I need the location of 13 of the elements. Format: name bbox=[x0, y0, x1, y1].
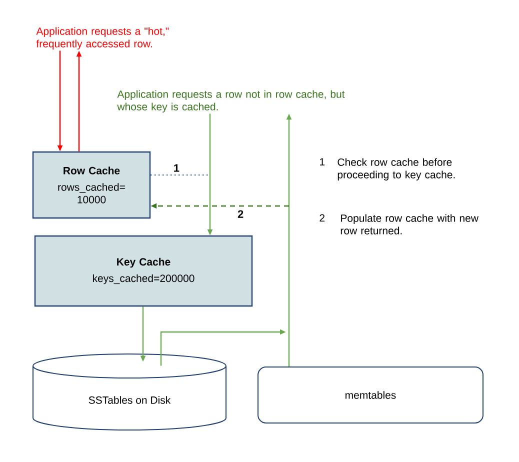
step-number: 1 bbox=[320, 158, 325, 166]
annotation-text: Application requests a "hot," frequently accessed row. bbox=[36, 27, 169, 50]
disk-cylinder: SSTables on Disk bbox=[32, 354, 226, 430]
step-number: 2 bbox=[320, 214, 324, 222]
cache-box: Key Cache keys_cached=200000 bbox=[34, 235, 253, 307]
edge-label: 1 bbox=[174, 164, 180, 172]
step-text: Check row cache before proceeding to key cache. bbox=[338, 158, 455, 180]
cache-box: Row Cache rows_cached= 10000 bbox=[32, 151, 151, 219]
node-label: SSTables on Disk bbox=[88, 396, 171, 404]
memtable-box: memtables bbox=[258, 366, 484, 424]
edge-label: 2 bbox=[238, 210, 244, 218]
annotation-text: Application requests a row not in row cache, but whose key is cached. bbox=[117, 90, 345, 112]
step-text: Populate row cache with new row returned. bbox=[340, 214, 479, 234]
